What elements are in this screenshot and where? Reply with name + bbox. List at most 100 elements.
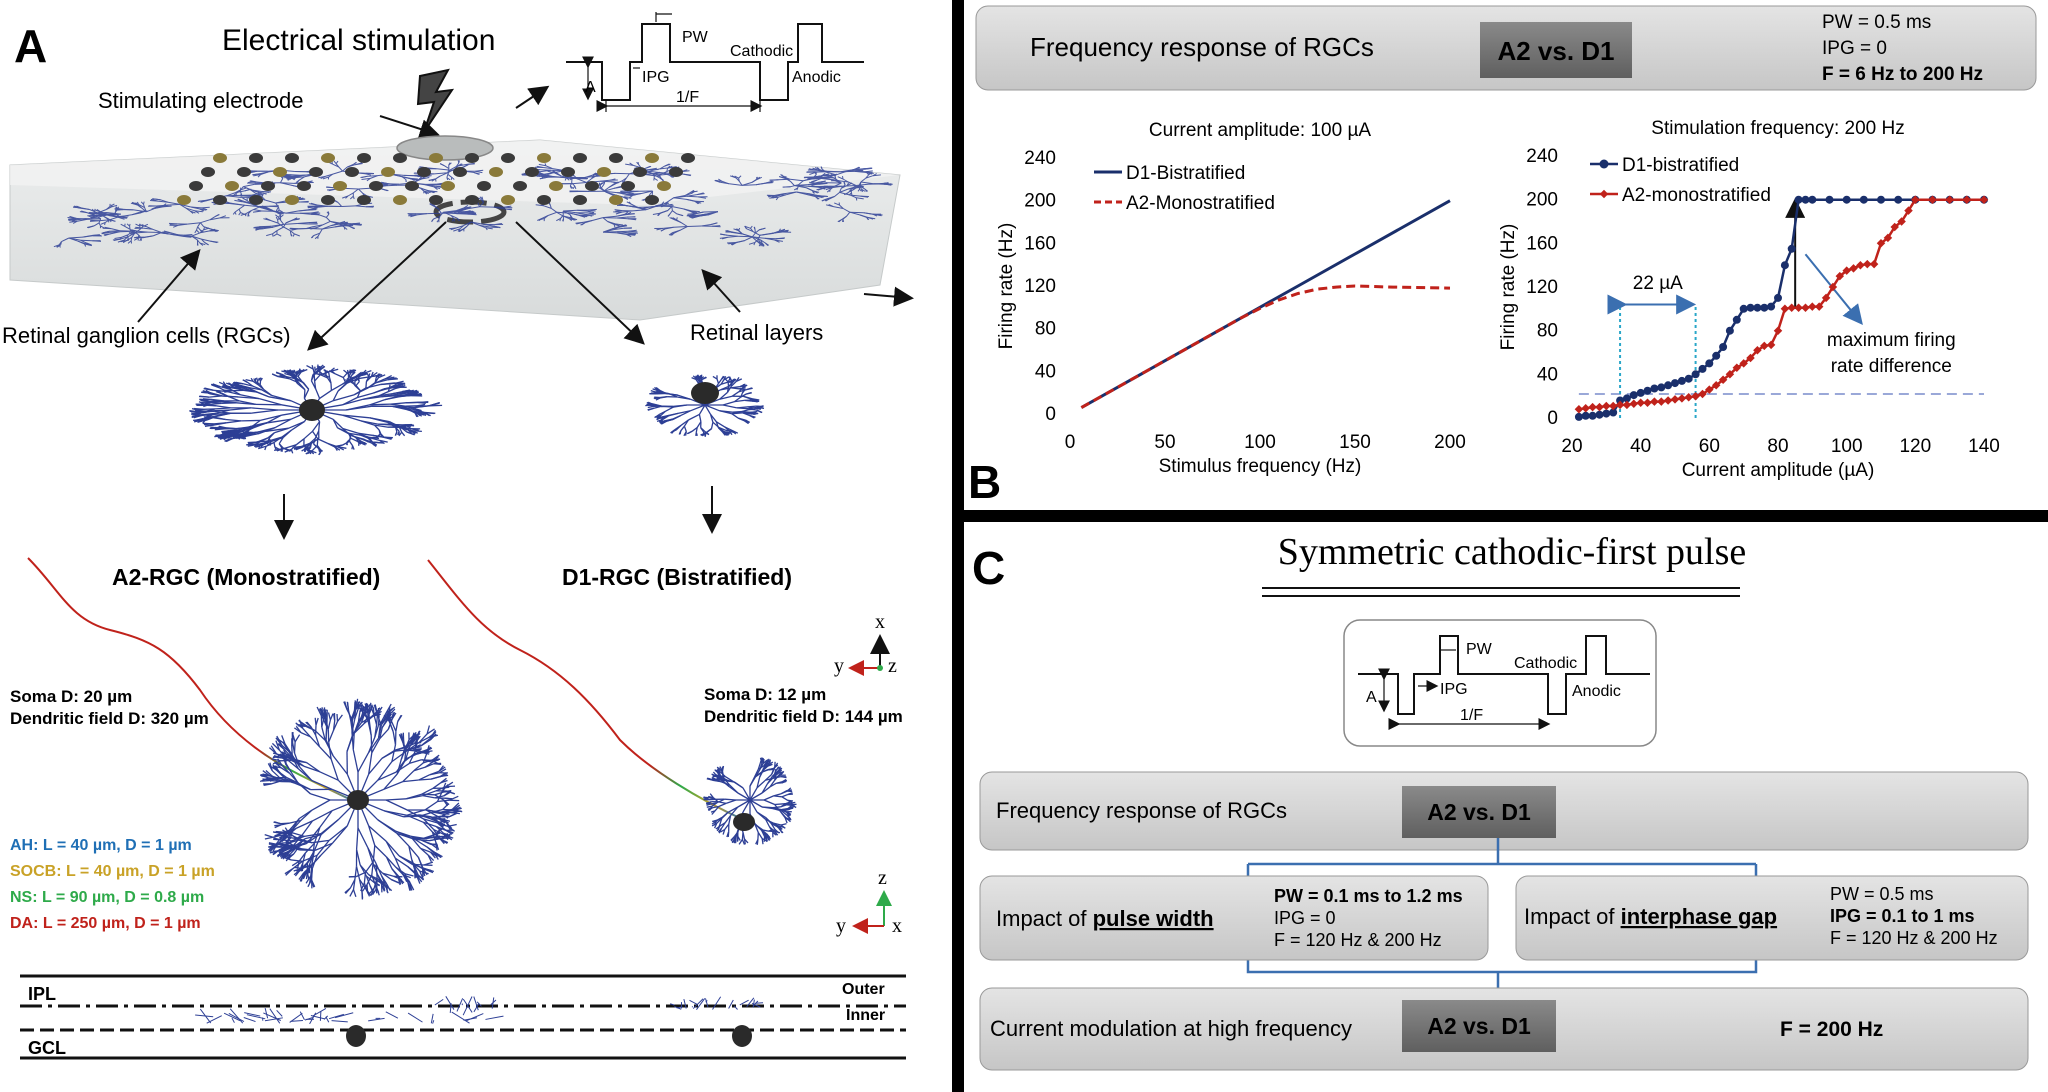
series-line-1 — [1080, 284, 1451, 409]
data-point — [1608, 401, 1618, 411]
svg-text:x: x — [875, 611, 885, 633]
c-ipg-label: Impact of interphase gap — [1524, 904, 1777, 929]
data-point — [1663, 396, 1673, 405]
svg-text:A: A — [1366, 689, 1377, 706]
data-point — [1828, 282, 1838, 292]
legend-label: D1-Bistratified — [1126, 163, 1245, 184]
data-point — [1780, 261, 1789, 270]
d1-field-text: Dendritic field D: 144 µm — [704, 707, 903, 726]
data-point — [1869, 259, 1879, 269]
data-point — [1835, 271, 1845, 281]
svg-text:y: y — [836, 915, 846, 937]
legend-label: A2-monostratified — [1622, 185, 1771, 206]
panel-b-tag — [1480, 22, 1632, 78]
y-axis-label: Firing rate (Hz) — [996, 223, 1017, 350]
wave-cathodic-label: Cathodic — [730, 43, 793, 60]
data-point — [1615, 400, 1625, 410]
data-point — [1705, 385, 1714, 394]
data-point — [1609, 408, 1618, 417]
segment-ah: AH: L = 40 µm, D = 1 µm — [10, 837, 192, 854]
x-tick-label: 100 — [1831, 436, 1863, 457]
y-tick-label: 40 — [1035, 361, 1056, 382]
data-point — [1787, 244, 1796, 253]
a2-field-text: Dendritic field D: 320 µm — [10, 709, 209, 728]
data-point — [1814, 302, 1824, 311]
svg-text:F = 120 Hz & 200 Hz: F = 120 Hz & 200 Hz — [1830, 928, 1998, 948]
data-point — [1794, 195, 1803, 204]
data-point — [1718, 375, 1728, 385]
data-point — [1774, 293, 1782, 302]
data-point — [1746, 353, 1755, 363]
x-axis-label: Current amplitude (µA) — [1682, 460, 1875, 481]
legend-marker — [1599, 189, 1609, 199]
data-point — [1725, 370, 1735, 379]
data-point — [1801, 303, 1810, 312]
chart-title: Stimulation frequency: 200 Hz — [1651, 118, 1904, 139]
data-point — [1863, 259, 1872, 269]
data-point — [1698, 364, 1707, 373]
d1-axon — [427, 559, 745, 821]
data-point — [1602, 401, 1611, 411]
data-point — [1657, 397, 1666, 406]
a2-axon — [27, 557, 357, 803]
c-row1-tag-text: A2 vs. D1 — [1427, 799, 1531, 825]
data-point — [1691, 391, 1700, 401]
panel-b: Frequency response of RGCs A2 vs. D1 PW … — [968, 5, 2037, 508]
gcl-label: GCL — [28, 1038, 66, 1058]
lightning-icon — [416, 68, 455, 133]
y-tick-label: 200 — [1024, 191, 1056, 212]
c-row3-tag — [1402, 1000, 1556, 1052]
data-point — [1753, 346, 1762, 355]
panel-b-letter: B — [968, 456, 1001, 508]
data-point — [1595, 410, 1604, 419]
d1-rgc-flat — [645, 374, 765, 438]
layers-label: Retinal layers — [690, 320, 823, 345]
segment-socb: SOCB: L = 40 µm, D = 1 µm — [10, 863, 215, 880]
d1-soma — [691, 382, 719, 404]
data-point — [1767, 302, 1776, 311]
axes-icon-bottom: z y x — [836, 867, 902, 937]
data-point — [1595, 402, 1604, 412]
c-pulse-width-box — [979, 875, 1489, 961]
svg-text:F = 120 Hz & 200 Hz: F = 120 Hz & 200 Hz — [1274, 930, 1442, 950]
x-tick-label: 80 — [1767, 436, 1788, 457]
svg-text:1/F: 1/F — [1460, 707, 1483, 724]
data-point — [1711, 381, 1721, 390]
wave-a-label: A — [585, 79, 596, 96]
data-point — [1657, 383, 1666, 392]
y-tick-label: 80 — [1537, 321, 1558, 342]
data-point — [1842, 195, 1851, 204]
c-interphase-gap-box — [1515, 875, 2029, 961]
annot-max-diff: maximum firing — [1827, 330, 1956, 351]
a2-soma-text: Soma D: 20 µm — [10, 687, 132, 706]
segment-ns: NS: L = 90 µm, D = 0.8 µm — [10, 889, 204, 906]
x-tick-label: 150 — [1339, 432, 1371, 453]
wave-pw-label: PW — [682, 29, 709, 46]
legend-marker — [1599, 159, 1609, 169]
a2-rgc-flat — [189, 364, 443, 456]
data-point — [1650, 397, 1659, 406]
x-tick-label: 100 — [1244, 432, 1276, 453]
data-point — [1773, 326, 1783, 335]
data-point — [1760, 303, 1769, 312]
ipl-label: IPL — [28, 984, 56, 1004]
data-point — [1684, 374, 1693, 383]
a2-side-soma — [347, 790, 369, 810]
data-point — [1821, 293, 1831, 303]
data-point — [1739, 359, 1748, 368]
data-point — [1643, 398, 1652, 407]
data-point — [1753, 303, 1762, 312]
data-point — [1856, 260, 1865, 270]
data-point — [1574, 405, 1584, 414]
x-tick-label: 200 — [1434, 432, 1466, 453]
annot-max-diff: rate difference — [1831, 356, 1952, 377]
data-point — [1622, 394, 1631, 403]
y-tick-label: 0 — [1547, 408, 1558, 429]
data-point — [1664, 381, 1673, 390]
data-point — [1808, 302, 1817, 311]
x-tick-label: 120 — [1899, 436, 1931, 457]
annot-22ua: 22 µA — [1633, 273, 1683, 294]
c-row3-label: Current modulation at high frequency — [990, 1016, 1352, 1041]
panel-c-waveform-box — [1343, 619, 1657, 747]
c-connectors — [1246, 838, 1758, 990]
